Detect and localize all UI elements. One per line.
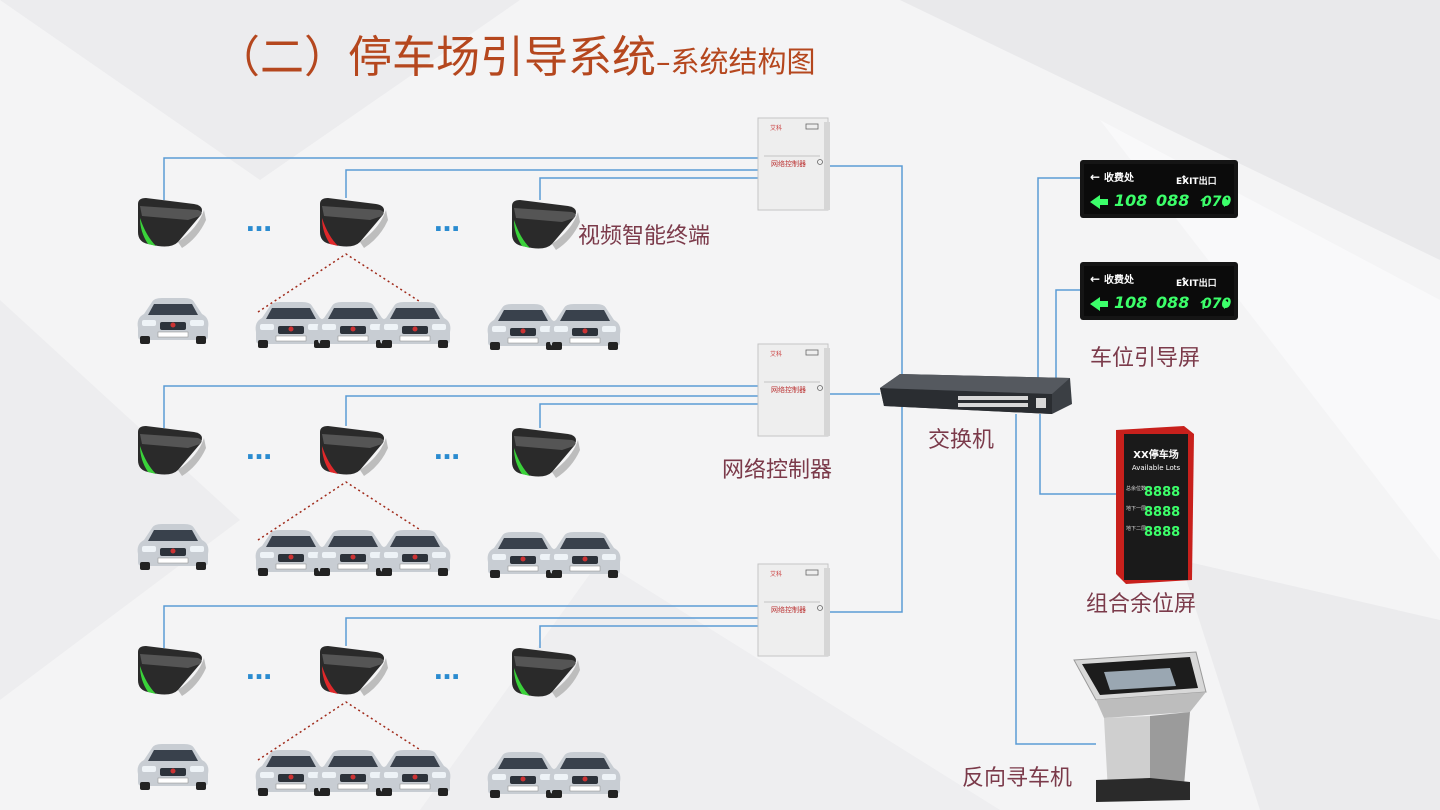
guide-top-left: 收费处 [1104, 273, 1135, 286]
detection-lines [257, 253, 437, 761]
controller-box-text: 网络控制器 [771, 385, 806, 394]
camera-green [138, 198, 206, 248]
kiosk [1073, 651, 1207, 802]
car [137, 743, 209, 791]
guide-num1: 108 [1114, 191, 1147, 210]
camera-green [138, 646, 206, 696]
ellipsis: … [246, 656, 274, 686]
guide-top-right: EXIT出口 [1176, 175, 1217, 187]
controller-box: 网络控制器 [757, 563, 831, 657]
network-controllers: 网络控制器 网络控制器 网络控制器 [757, 117, 831, 657]
car [549, 751, 621, 799]
combo-row-label: 地下二层 [1126, 525, 1146, 532]
combo-title: XX停车场 [1133, 448, 1178, 461]
parking-cars [137, 297, 621, 799]
combo-row-value: 8888 [1144, 485, 1180, 500]
combo-screen-label: 组合余位屏 [1086, 592, 1197, 617]
car [487, 751, 559, 799]
guide-screen: 收费处 EXIT出口 108 088 070 [1080, 160, 1238, 218]
controller-box-text: 网络控制器 [771, 605, 806, 614]
kiosk-label: 反向寻车机 [962, 766, 1073, 791]
combo-subtitle: Available Lots [1132, 464, 1181, 472]
title-sub: –系统结构图 [656, 45, 816, 79]
camera-green [138, 426, 206, 476]
ellipsis: … [246, 208, 274, 238]
car [255, 749, 327, 797]
camera-green [512, 648, 580, 698]
camera-green [512, 200, 580, 250]
controller-box: 网络控制器 [757, 117, 831, 211]
guide-screen: 收费处 EXIT出口 108 088 070 [1080, 262, 1238, 320]
ellipsis: … [434, 208, 462, 238]
car [487, 531, 559, 579]
camera-green [512, 428, 580, 478]
ellipsis: … [434, 656, 462, 686]
guide-num3: 070 [1202, 194, 1231, 210]
car [137, 297, 209, 345]
guide-num2: 088 [1156, 293, 1189, 312]
camera-red [320, 426, 388, 476]
car [487, 303, 559, 351]
car [317, 301, 389, 349]
camera-red [320, 646, 388, 696]
terminal-label: 视频智能终端 [578, 224, 711, 249]
terminal-cameras [138, 198, 580, 698]
car [549, 531, 621, 579]
network-lines [163, 157, 1116, 745]
car [317, 749, 389, 797]
guide-screen-label: 车位引导屏 [1090, 346, 1201, 371]
car [549, 303, 621, 351]
combo-row-label: 总余位数 [1126, 485, 1146, 492]
controller-box: 网络控制器 [757, 343, 831, 437]
car [255, 301, 327, 349]
ellipsis: … [246, 436, 274, 466]
page-title: （二）停车场引导系统–系统结构图 [216, 28, 816, 92]
guide-top-right: EXIT出口 [1176, 277, 1217, 289]
camera-red [320, 198, 388, 248]
controller-label: 网络控制器 [722, 458, 833, 483]
car [255, 529, 327, 577]
car [379, 301, 451, 349]
network-switch [880, 374, 1072, 414]
combo-screen: XX停车场 Available Lots 总余位数 地下一层 地下二层 8888… [1116, 426, 1194, 584]
car [379, 529, 451, 577]
combo-row-value: 8888 [1144, 525, 1180, 540]
guide-top-left: 收费处 [1104, 171, 1135, 184]
controller-box-text: 网络控制器 [771, 159, 806, 168]
title-main: （二）停车场引导系统 [216, 32, 656, 83]
guide-num3: 070 [1202, 296, 1231, 312]
ellipsis: … [434, 436, 462, 466]
guide-num1: 108 [1114, 293, 1147, 312]
car [379, 749, 451, 797]
car [317, 529, 389, 577]
combo-row-label: 地下一层 [1126, 505, 1146, 512]
car [137, 523, 209, 571]
combo-row-value: 8888 [1144, 505, 1180, 520]
guide-num2: 088 [1156, 191, 1189, 210]
switch-label: 交换机 [928, 428, 995, 453]
